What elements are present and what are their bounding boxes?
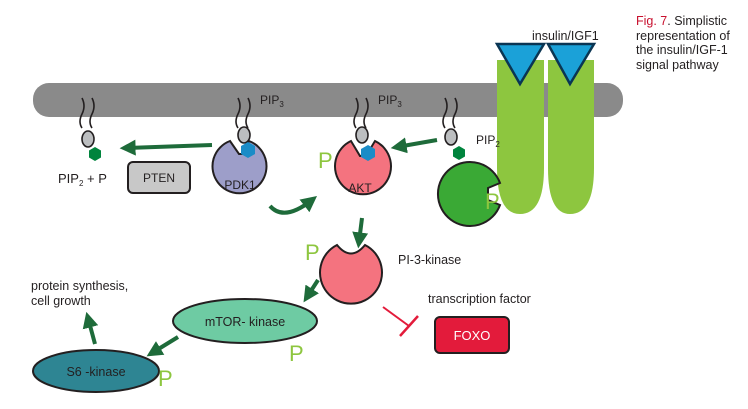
phospho-mtor: P [289, 341, 304, 366]
figure-label: Fig. 7 [636, 14, 668, 28]
s6k-ellipse [32, 349, 160, 393]
pdk1-label: PDK1 [224, 178, 256, 192]
foxo-box [434, 316, 510, 354]
mtor-ellipse [172, 298, 318, 344]
insulin-receptor [494, 42, 597, 214]
arrow-pdk1-to-akt [268, 196, 318, 215]
receptor-label: insulin/IGF1 [532, 29, 599, 43]
pi3k-enzyme [319, 243, 383, 305]
hexagon-akt [361, 145, 375, 161]
green-enzyme [436, 161, 502, 227]
arrow-pi3k-to-mtor [303, 278, 320, 303]
phospho-s6k: P [158, 366, 173, 391]
growth-label-1: protein synthesis, [31, 279, 128, 293]
figure-caption: Fig. 7. Simplistic representation of the… [636, 14, 748, 72]
pip3-label-b: PIP3 [378, 93, 402, 109]
hexagon-pip2-right [453, 146, 465, 160]
arrow-s6k-to-growth [82, 311, 99, 345]
phospho-akt: P [318, 148, 333, 173]
hexagon-pip2 [89, 147, 101, 161]
akt-label: AKT [348, 181, 372, 195]
pten-label: PTEN [143, 171, 175, 185]
pip2-label: PIP2 [476, 133, 500, 149]
inhibit-line [382, 306, 410, 327]
growth-label-2: cell growth [31, 294, 91, 308]
inhibit-bar [399, 315, 419, 337]
pip2-p-label: PIP2 + P [58, 171, 107, 188]
akt-enzyme [334, 139, 392, 196]
s6k-label: S6 -kinase [66, 365, 125, 379]
phospho-pi3k: P [305, 240, 320, 265]
phospho-receptor: P [485, 189, 500, 214]
tf-label: transcription factor [428, 292, 531, 306]
arrow-mtor-to-s6k [146, 335, 180, 357]
caption-text: . Simplistic representation of the insul… [636, 14, 730, 72]
hexagon-pdk1 [241, 142, 255, 158]
arrow-akt-to-pi3k [352, 217, 369, 249]
arrow-to-pip2 [119, 139, 213, 156]
arrow-pip2-to-akt [390, 137, 438, 154]
pip3-label-a: PIP3 [260, 93, 284, 109]
pi3k-label: PI-3-kinase [398, 253, 461, 267]
lipid-anchors [79, 97, 458, 129]
mtor-label: mTOR- kinase [205, 315, 285, 329]
lipid-heads [81, 126, 458, 148]
pten-box [127, 161, 191, 194]
foxo-label: FOXO [454, 328, 491, 343]
cell-membrane [33, 83, 623, 117]
